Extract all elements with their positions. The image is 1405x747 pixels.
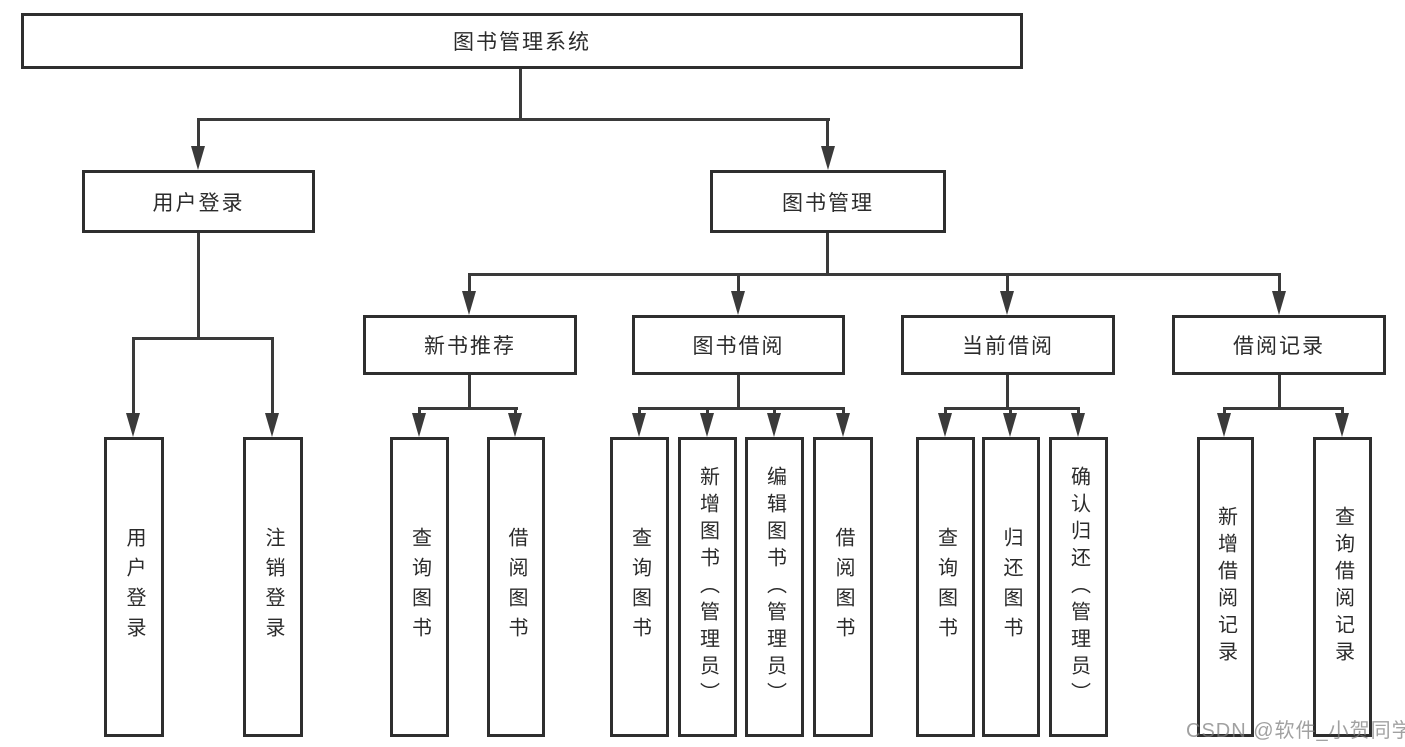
connector-bb-query-stem [638,407,641,417]
arrow-to-nbr-query [412,413,426,437]
leaf-cb-return-books-label: 归还图书 [1000,527,1022,647]
connector-cb-stub [1006,375,1009,410]
arrow-to-leaf-logout [265,413,279,437]
connector-nbr-hline [418,407,518,410]
arrow-to-bb-query [632,413,646,437]
leaf-br-query-record-label: 查询借阅记录 [1331,506,1354,668]
leaf-bb-add-books-label: 新增图书（管理员） [696,465,719,709]
arrow-to-bb-edit [767,413,781,437]
arrow-to-book-management [821,146,835,170]
connector-nbr-borrow-stem [514,407,517,417]
leaf-cb-query-books-label: 查询图书 [934,527,957,647]
connector-bb-borrow-stem [842,407,845,417]
connector-bookmgmt-stub [826,233,829,276]
connector-br-stub [1278,375,1281,410]
leaf-bb-query-books-label: 查询图书 [628,527,651,647]
node-user-login-label: 用户登录 [152,191,245,215]
leaf-bb-borrow-books-label: 借阅图书 [832,527,854,647]
leaf-bb-edit-books-label: 编辑图书（管理员） [763,465,786,709]
connector-root-stub [519,69,522,121]
node-book-borrow-label: 图书借阅 [692,335,785,358]
connector-userlogin-stem [197,118,200,150]
arrow-to-nbr-borrow [508,413,522,437]
leaf-bb-edit-books: 编辑图书（管理员） [745,437,804,737]
arrow-to-cb-confirm [1071,413,1085,437]
connector-br-hline [1223,407,1344,410]
arrow-to-cb-query [938,413,952,437]
leaf-logout-label: 注销登录 [262,527,284,647]
leaf-logout: 注销登录 [243,437,303,737]
connector-cb-stem [1006,273,1009,295]
leaf-bb-query-books: 查询图书 [610,437,669,737]
connector-bb-edit-stem [773,407,776,417]
leaf-nbr-query-books-label: 查询图书 [408,527,431,647]
node-book-management: 图书管理 [710,170,946,233]
arrow-to-br-query [1335,413,1349,437]
csdn-watermark: CSDN @软件_小贺同学 [1186,720,1405,742]
arrow-to-user-login [191,146,205,170]
arrow-to-leaf-user-login [126,413,140,437]
arrow-to-br-add [1217,413,1231,437]
leaf-br-add-record: 新增借阅记录 [1197,437,1254,737]
connector-nbr-stub [468,375,471,410]
node-current-borrow: 当前借阅 [901,315,1115,375]
node-new-book-recommend: 新书推荐 [363,315,577,375]
arrow-to-bb-add [700,413,714,437]
connector-bookmgmt-hline [468,273,1281,276]
arrow-to-current-borrow [1000,291,1014,315]
leaf-br-query-record: 查询借阅记录 [1313,437,1372,737]
node-book-borrow: 图书借阅 [632,315,845,375]
connector-br-stem [1278,273,1281,295]
leaf-cb-return-books: 归还图书 [982,437,1040,737]
connector-userlogin-hline [132,337,274,340]
connector-userlogin-stub [197,233,200,340]
node-user-login: 用户登录 [82,170,315,233]
node-borrow-records-label: 借阅记录 [1233,335,1325,358]
arrow-to-borrow-records [1272,291,1286,315]
node-current-borrow-label: 当前借阅 [962,335,1054,358]
connector-nbr-query-stem [418,407,421,417]
node-root: 图书管理系统 [21,13,1023,69]
connector-bb-hline [638,407,845,410]
connector-bb-stem [737,273,740,295]
node-root-label: 图书管理系统 [453,31,591,54]
leaf-cb-confirm-return: 确认归还（管理员） [1049,437,1108,737]
connector-root-hline [197,118,830,121]
connector-cb-confirm-stem [1077,407,1080,417]
connector-bookmgmt-stem [826,118,829,150]
leaf-cb-confirm-return-label: 确认归还（管理员） [1067,465,1090,709]
connector-br-add-stem [1223,407,1226,417]
leaf-nbr-borrow-books-label: 借阅图书 [505,527,527,647]
connector-leaf-userlogin-stem [132,337,135,417]
leaf-br-add-record-label: 新增借阅记录 [1214,506,1237,668]
leaf-cb-query-books: 查询图书 [916,437,975,737]
connector-cb-hline [944,407,1080,410]
connector-bb-add-stem [706,407,709,417]
connector-cb-return-stem [1009,407,1012,417]
connector-cb-query-stem [944,407,947,417]
arrow-to-book-borrow [731,291,745,315]
node-new-book-recommend-label: 新书推荐 [424,335,516,358]
leaf-nbr-query-books: 查询图书 [390,437,449,737]
node-borrow-records: 借阅记录 [1172,315,1386,375]
leaf-bb-add-books: 新增图书（管理员） [678,437,737,737]
connector-br-query-stem [1341,407,1344,417]
leaf-bb-borrow-books: 借阅图书 [813,437,873,737]
connector-leaf-logout-stem [271,337,274,417]
node-book-management-label: 图书管理 [782,191,874,215]
leaf-user-login: 用户登录 [104,437,164,737]
connector-nbr-stem [468,273,471,295]
arrow-to-new-book-recommend [462,291,476,315]
arrow-to-cb-return [1003,413,1017,437]
arrow-to-bb-borrow [836,413,850,437]
connector-bb-stub [737,375,740,410]
leaf-user-login-label: 用户登录 [123,527,145,647]
leaf-nbr-borrow-books: 借阅图书 [487,437,545,737]
